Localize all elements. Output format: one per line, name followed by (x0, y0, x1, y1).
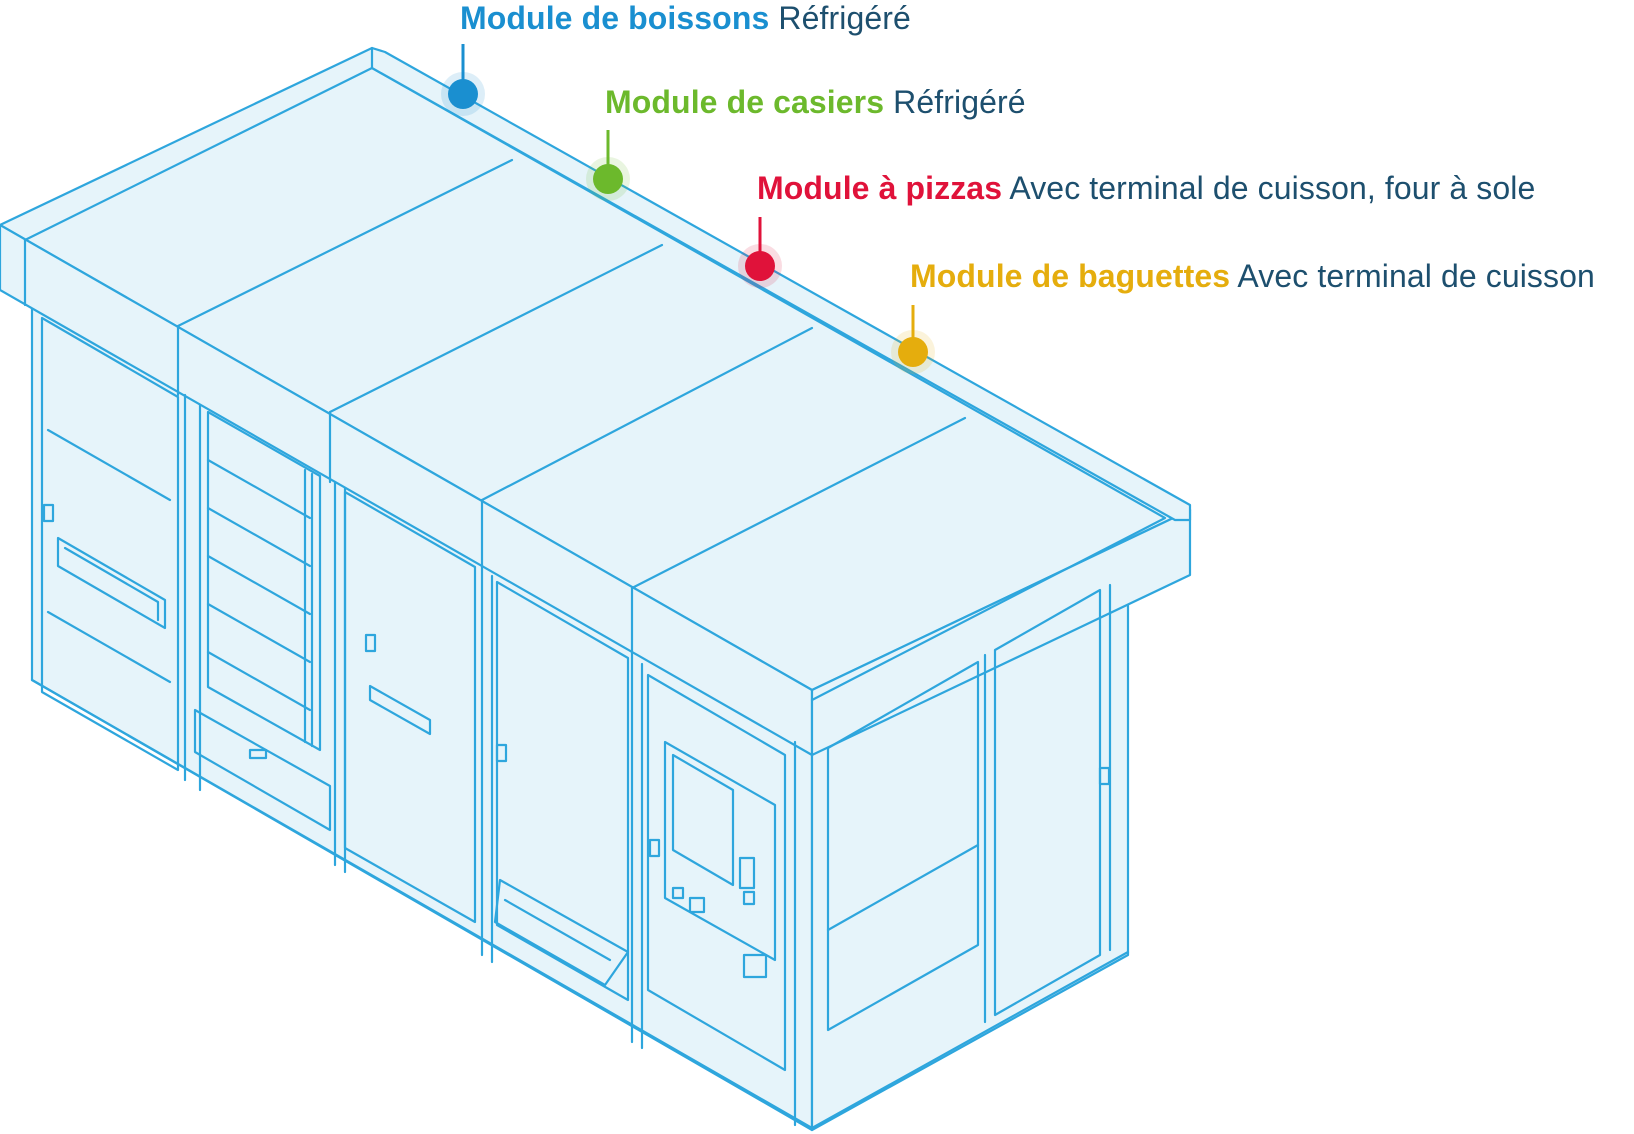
callout-description: Avec terminal de cuisson (1237, 258, 1595, 294)
beverage-slot (56, 536, 167, 630)
callout-label-boissons: Module de boissons Réfrigéré (460, 0, 911, 36)
roof-back-parapet (370, 46, 1192, 522)
callout-label-pizzas: Module à pizzas Avec terminal de cuisson… (757, 170, 1535, 206)
kiosk-body (0, 46, 1192, 1132)
callout-label-baguettes: Module de baguettes Avec terminal de cui… (910, 258, 1595, 294)
terminal-screen (671, 753, 735, 887)
terminal-frame (663, 740, 777, 962)
callout-name: Module à pizzas (757, 170, 1003, 206)
callout-description: Avec terminal de cuisson, four à sole (1009, 170, 1536, 206)
locker-handle (248, 748, 268, 760)
module3-door (343, 490, 477, 924)
baguette-door (993, 588, 1102, 1017)
terminal-panel (646, 673, 787, 1072)
callout-dot-baguettes (898, 337, 928, 367)
side-panel (826, 660, 980, 1032)
kiosk-base (30, 678, 1130, 1130)
roof-seam-4 (630, 416, 967, 590)
callout-dot-casiers (593, 164, 623, 194)
callout-description: Réfrigéré (893, 84, 1026, 120)
callout-name: Module de casiers (605, 84, 885, 120)
beverage-door (40, 316, 180, 772)
callout-label-casiers: Module de casiers Réfrigéré (605, 84, 1026, 120)
callout-dot-pizzas (745, 251, 775, 281)
pizza-lock (495, 743, 508, 763)
terminal-lock (648, 838, 661, 858)
baguette-lock (1098, 766, 1111, 786)
module3-slot (368, 684, 432, 736)
locker-column (206, 410, 322, 752)
roof-seam-2 (328, 243, 664, 414)
module3-lock (364, 633, 377, 653)
callout-dot-boissons (448, 79, 478, 109)
roof-seam-3 (480, 326, 814, 502)
pizza-hatch (493, 878, 630, 987)
callout-name: Module de baguettes (910, 258, 1231, 294)
beverage-lock (42, 503, 55, 523)
callout-name: Module de boissons (460, 0, 770, 36)
roof-rim (23, 66, 1167, 702)
callout-description: Réfrigéré (778, 0, 911, 36)
locker-drawer (193, 708, 332, 832)
roof-seam-1 (176, 158, 514, 328)
pizza-door (495, 580, 630, 1002)
